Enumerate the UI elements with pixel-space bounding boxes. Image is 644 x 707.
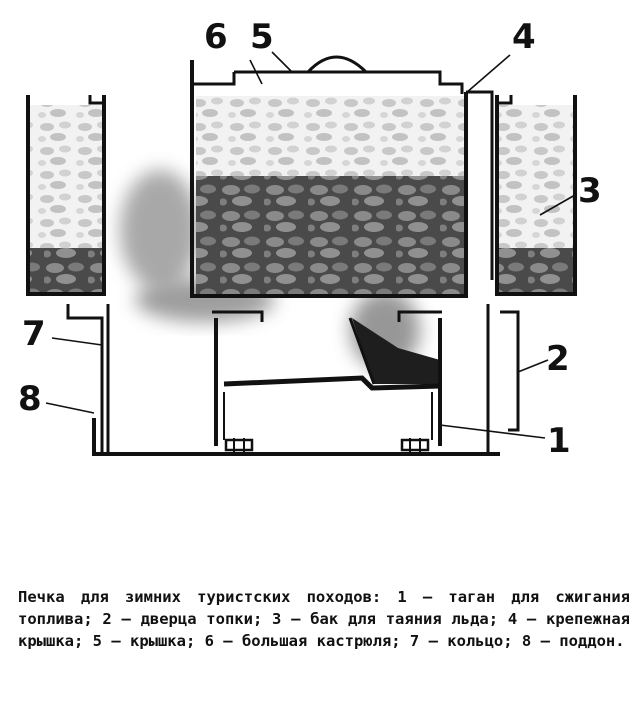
leader-lines	[45, 51, 576, 439]
label-6: 6	[204, 17, 228, 57]
left-ice-tank	[26, 95, 106, 296]
label-8: 8	[18, 379, 42, 419]
right-ice-tank	[495, 95, 577, 296]
label-7: 7	[22, 314, 46, 354]
tray	[92, 418, 500, 456]
right-bolt	[400, 438, 430, 452]
label-5: 5	[250, 17, 274, 57]
label-4: 4	[512, 17, 536, 57]
ring	[66, 304, 110, 452]
stove-diagram: 6 5 4 3 2 1 7 8	[18, 17, 602, 461]
left-bolt	[224, 438, 254, 452]
figure-caption: Печка для зимних туристских походов: 1 —…	[18, 588, 630, 650]
door	[486, 304, 520, 452]
label-3: 3	[578, 171, 602, 211]
pot-lid	[192, 55, 464, 94]
label-1: 1	[547, 421, 571, 461]
fuel-grate	[212, 310, 442, 452]
label-2: 2	[546, 339, 570, 379]
big-pot	[190, 60, 494, 298]
